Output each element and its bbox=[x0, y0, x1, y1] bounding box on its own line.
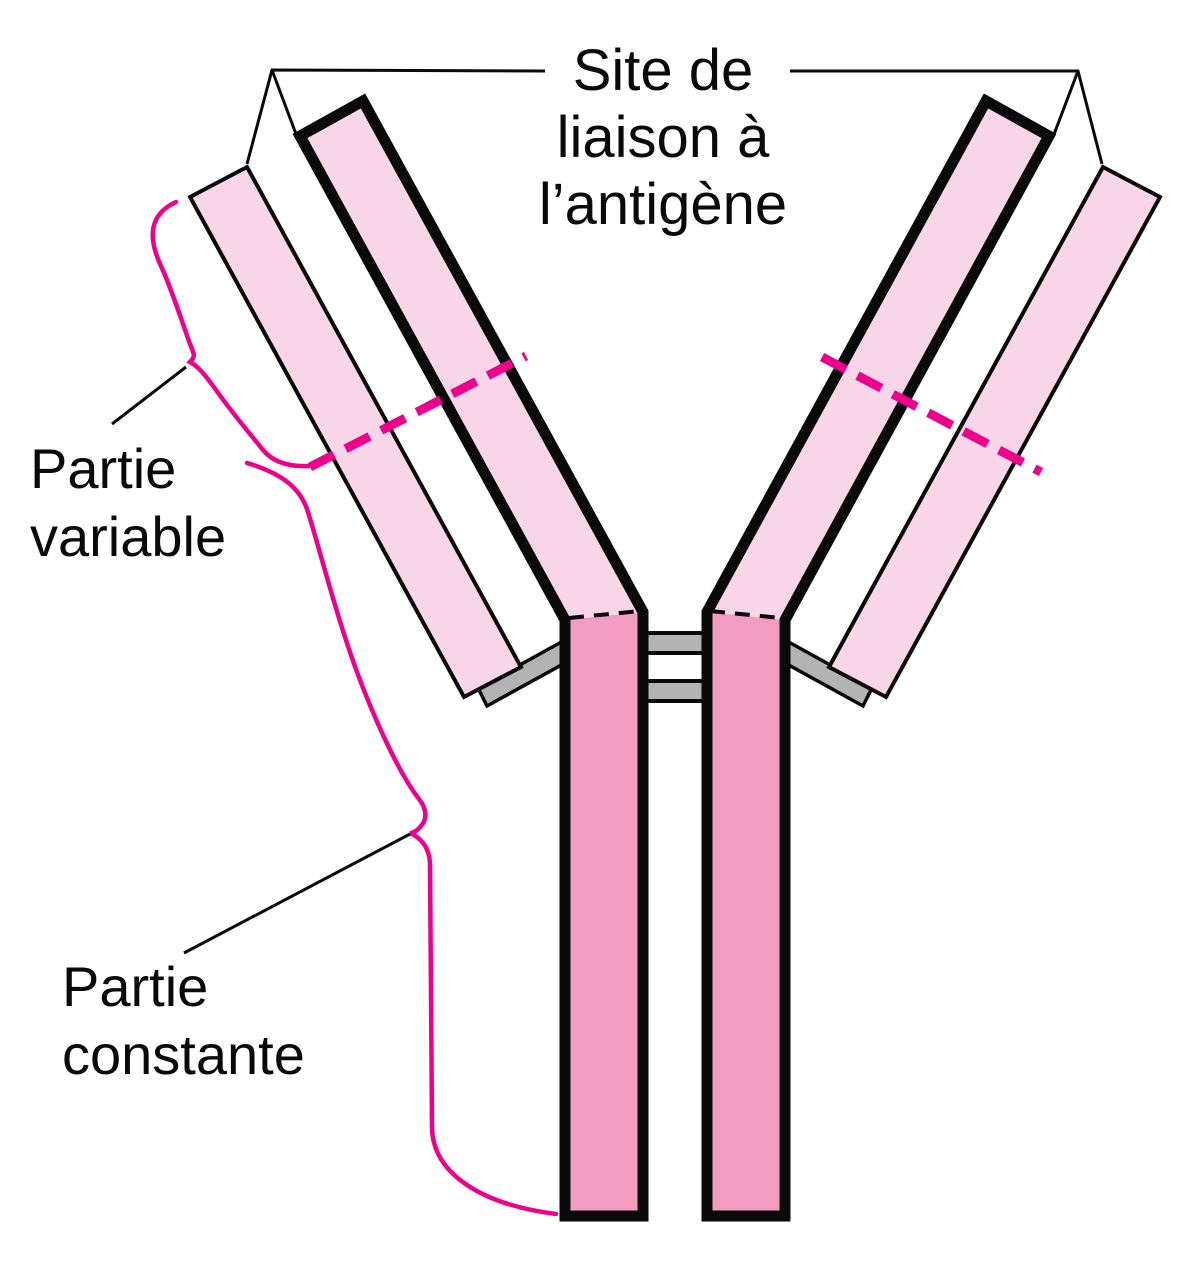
variable-label-line bbox=[111, 365, 187, 426]
binding-site-label-line1: Site de bbox=[573, 38, 754, 103]
constant-label-line1: Partie bbox=[62, 955, 208, 1018]
variable-label-line1: Partie bbox=[30, 437, 176, 500]
heavy-chain-right-stem bbox=[707, 612, 785, 1216]
constant-label-line2: constante bbox=[62, 1023, 305, 1086]
heavy-chain-left-outline bbox=[292, 93, 649, 1222]
binding-site-label-line3: l’antigène bbox=[539, 172, 787, 237]
binding-site-label: Site de liaison à l’antigène bbox=[539, 38, 787, 237]
disulfide-bonds bbox=[475, 631, 875, 709]
heavy-chain-left-stem bbox=[565, 612, 643, 1216]
light-chain-left bbox=[187, 164, 524, 700]
variable-constant-boundary-left bbox=[307, 351, 529, 472]
hinge-boundary-right bbox=[709, 609, 782, 620]
heavy-chain-right bbox=[701, 93, 1057, 1222]
heavy-chain-right-outline bbox=[701, 93, 1057, 1222]
binding-site-leader-left bbox=[245, 68, 546, 165]
variable-label-line2: variable bbox=[30, 505, 226, 568]
constant-region-brace bbox=[244, 460, 559, 1217]
binding-site-label-line2: liaison à bbox=[557, 105, 771, 170]
variable-region-brace bbox=[150, 199, 312, 469]
variable-region-label: Partie variable bbox=[30, 437, 226, 568]
binding-site-leader-right bbox=[790, 69, 1104, 165]
heavy-chain-left bbox=[292, 93, 649, 1222]
heavy-chain-right-arm bbox=[707, 101, 1049, 620]
constant-region-label: Partie constante bbox=[62, 955, 305, 1086]
hinge-boundary-left bbox=[568, 609, 641, 620]
light-chain-right bbox=[826, 164, 1163, 700]
constant-label-line bbox=[183, 832, 411, 955]
heavy-chain-left-arm bbox=[300, 101, 643, 620]
variable-constant-boundary-right bbox=[819, 353, 1044, 476]
